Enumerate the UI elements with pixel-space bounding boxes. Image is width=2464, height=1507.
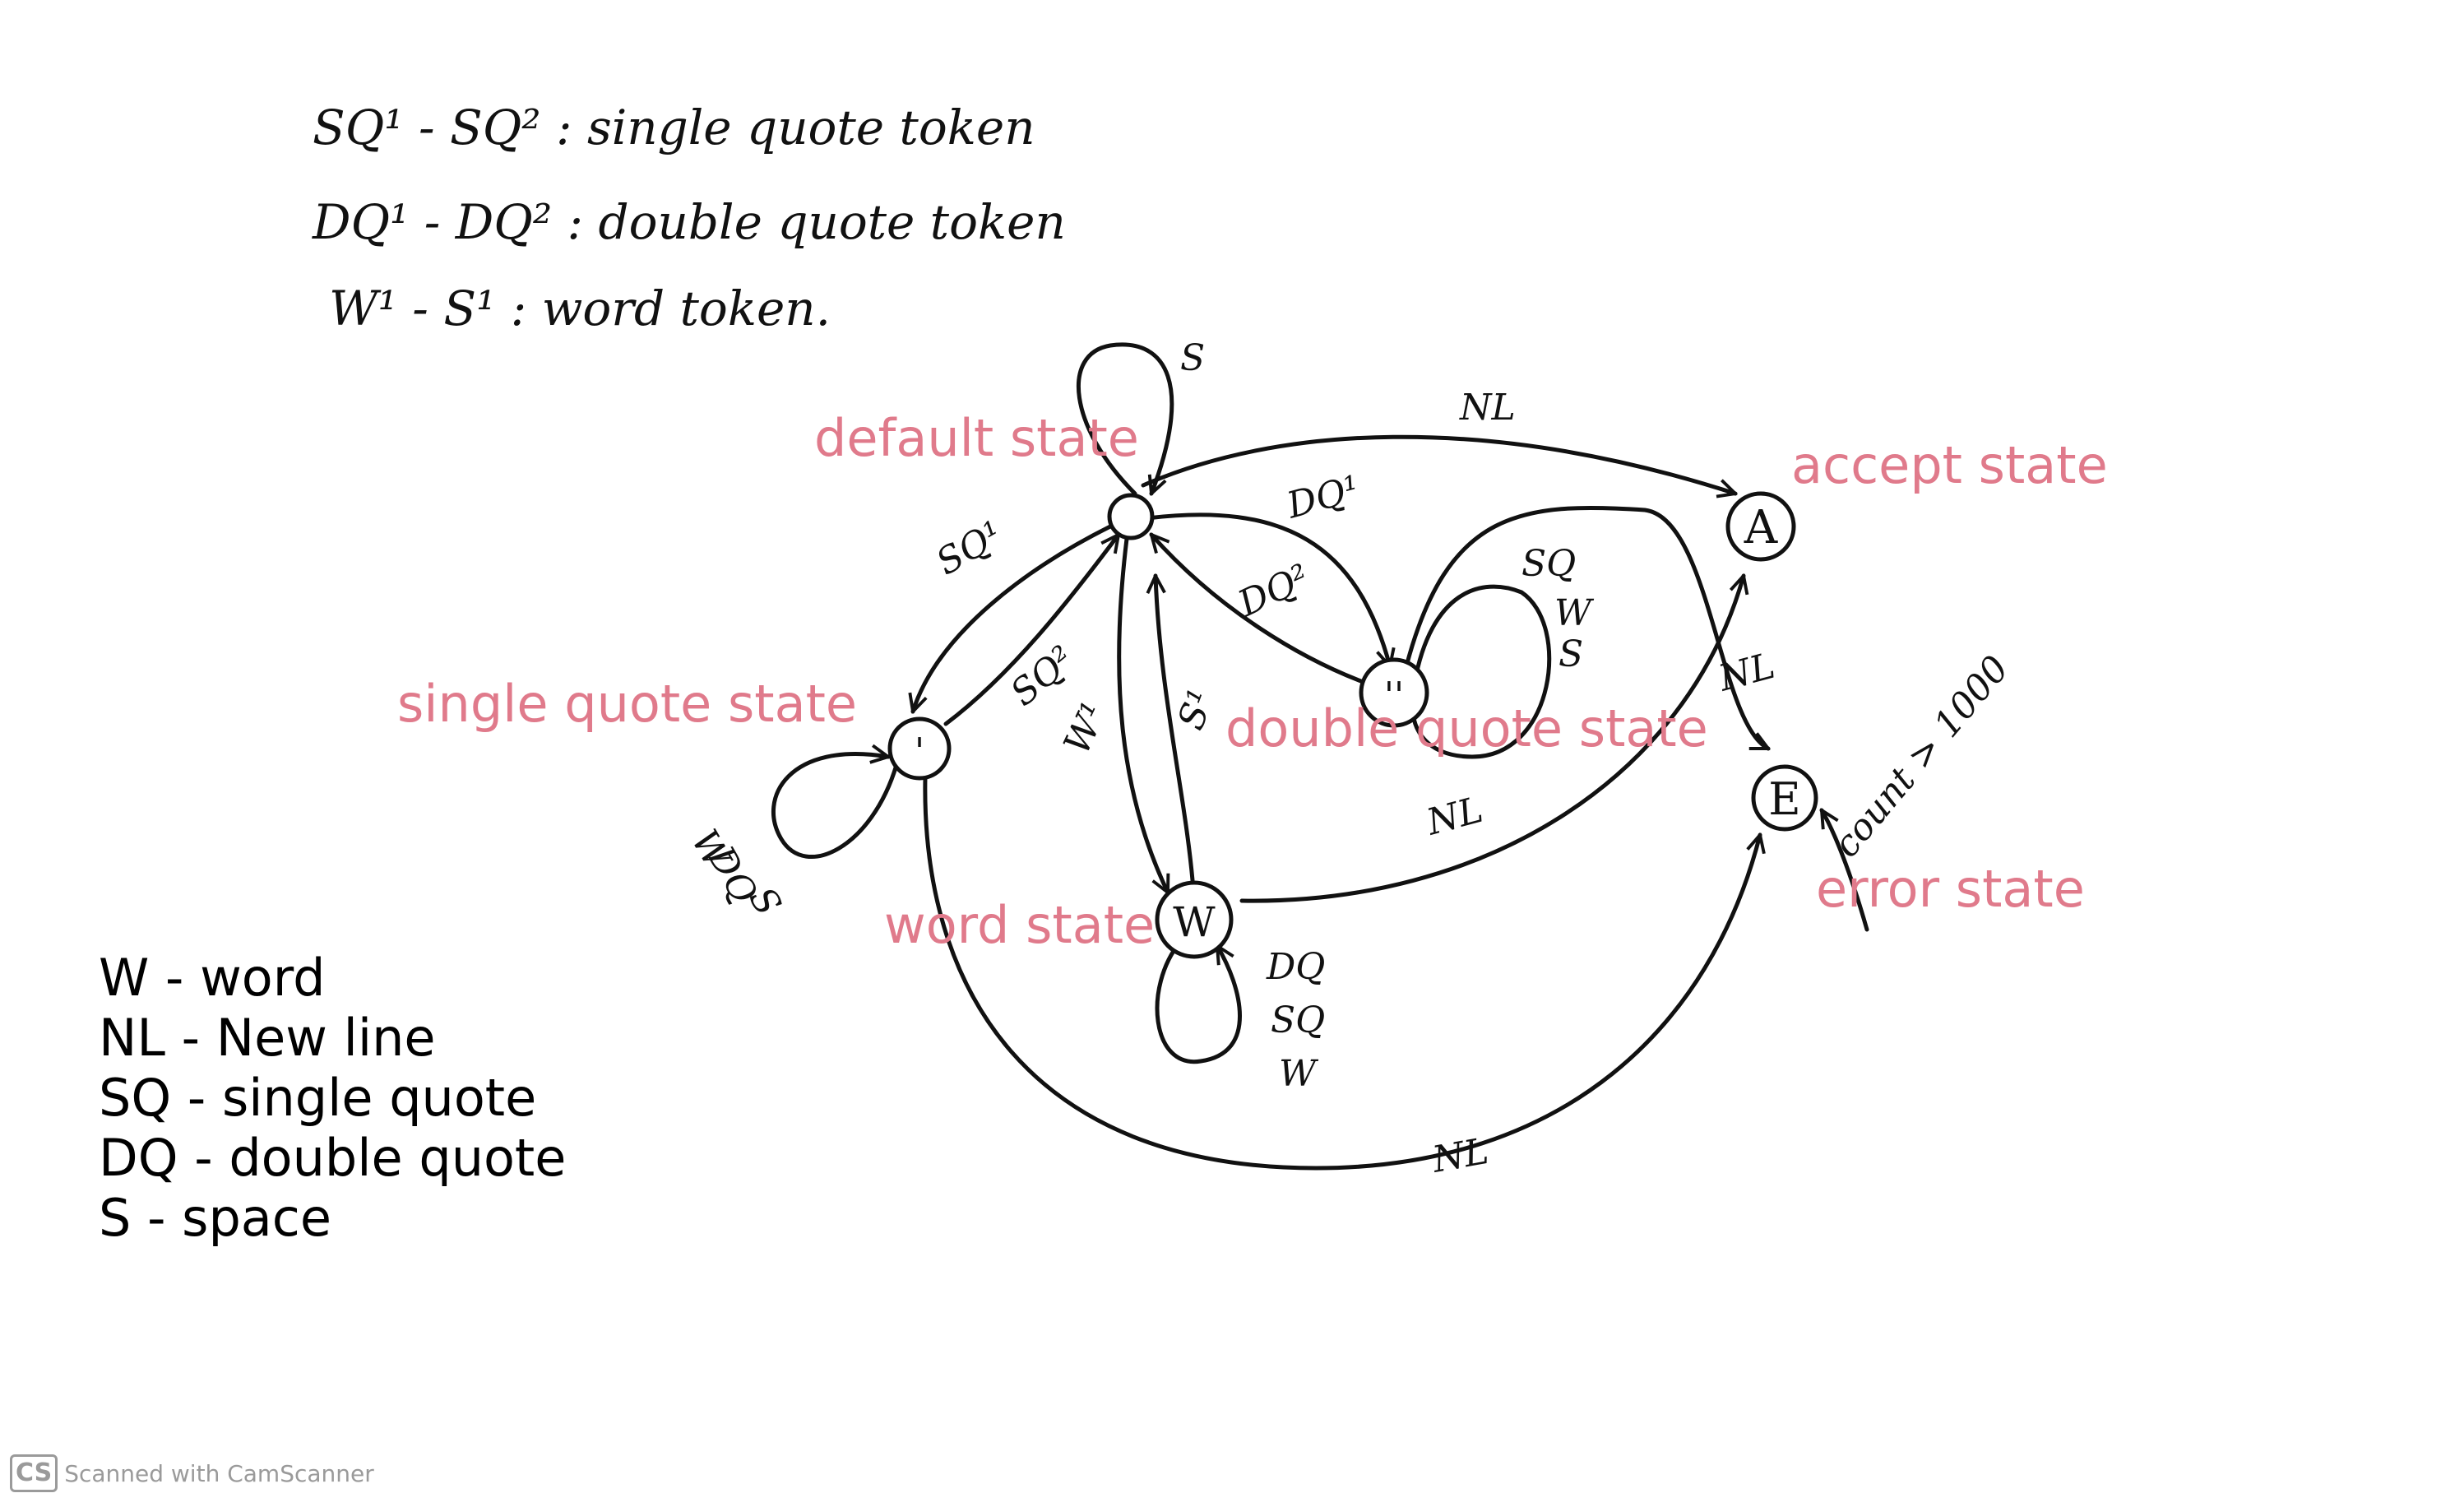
label-word-loop-1: DQ <box>1266 946 1325 988</box>
single-quote-state-label: single quote state <box>397 674 857 734</box>
label-count-to-error: count > 1000 <box>1825 648 2017 865</box>
label-default-to-single: SQ¹ <box>929 512 1010 583</box>
accept-state-node <box>1725 491 1796 562</box>
edge-default-to-word <box>1117 536 1170 893</box>
default-state-label: default state <box>814 408 1139 468</box>
error-state-label: error state <box>1816 859 2085 919</box>
label-double-loop-2: W <box>1554 592 1595 634</box>
edge-default-to-double <box>1145 512 1390 666</box>
edge-single-loop <box>771 754 899 859</box>
label-default-loop: S <box>1180 337 1205 379</box>
double-quote-state-label: double quote state <box>1225 698 1708 758</box>
legend-double-quote: DQ - double quote <box>99 1128 567 1188</box>
word-state-node <box>1155 880 1234 959</box>
label-single-to-error: NL <box>1429 1130 1492 1181</box>
scanner-watermark: CS Scanned with CamScanner <box>10 1454 374 1492</box>
label-double-loop-3: S <box>1559 633 1583 675</box>
states <box>887 491 1818 959</box>
edge-double-to-default <box>1151 535 1368 685</box>
legend-word: W - word <box>99 948 326 1008</box>
edge-word-to-accept <box>1239 576 1744 903</box>
edge-word-to-default <box>1156 576 1195 883</box>
label-default-to-accept: NL <box>1459 387 1516 429</box>
note-single-quote: SQ¹ - SQ² : single quote token <box>313 100 1035 155</box>
label-default-to-double: DQ¹ <box>1282 467 1364 527</box>
default-state-node <box>1107 493 1155 540</box>
error-node-mark: E <box>1768 773 1800 825</box>
word-state-label: word state <box>884 895 1155 955</box>
label-default-to-word: W¹ <box>1056 696 1116 761</box>
node-marks: A E W ' '' <box>915 501 1801 946</box>
edge-word-loop <box>1155 939 1242 1064</box>
label-double-loop-1: SQ <box>1521 543 1576 585</box>
token-notes: SQ¹ - SQ² : single quote token DQ¹ - DQ²… <box>312 100 1066 336</box>
label-word-to-default: S¹ <box>1169 684 1222 735</box>
state-annotations: default state accept state single quote … <box>397 408 2108 955</box>
watermark-text: Scanned with CamScanner <box>64 1459 374 1487</box>
legend-newline: NL - New line <box>99 1008 436 1068</box>
edge-single-to-default <box>943 535 1119 726</box>
edge-double-to-error <box>1404 505 1768 751</box>
edge-single-to-error <box>923 775 1760 1171</box>
double-quote-state-node <box>1359 657 1429 728</box>
label-single-to-default: SQ² <box>1003 638 1082 714</box>
double-node-mark: '' <box>1384 675 1404 716</box>
edge-double-loop <box>1410 584 1552 759</box>
legend-space: S - space <box>99 1188 332 1248</box>
single-node-mark: ' <box>915 730 924 772</box>
single-quote-state-node <box>887 716 952 781</box>
edge-default-to-accept <box>1141 434 1735 494</box>
transitions <box>771 342 1869 1171</box>
label-word-to-accept: NL <box>1422 789 1488 844</box>
error-state-node <box>1751 764 1818 832</box>
label-word-loop-2: SQ <box>1271 999 1325 1041</box>
edge-count-to-error <box>1819 810 1869 932</box>
label-word-loop-3: W <box>1279 1053 1319 1095</box>
note-double-quote: DQ¹ - DQ² : double quote token <box>312 194 1066 250</box>
camscanner-logo: CS <box>10 1454 58 1492</box>
note-word: W¹ - S¹ : word token. <box>329 281 831 336</box>
accept-node-mark: A <box>1744 501 1778 554</box>
edge-default-to-single <box>913 524 1113 712</box>
edge-default-loop <box>1076 342 1174 494</box>
legend-single-quote: SQ - single quote <box>99 1068 537 1128</box>
legend: W - word NL - New line SQ - single quote… <box>99 948 566 1248</box>
word-node-mark: W <box>1173 898 1216 946</box>
accept-state-label: accept state <box>1791 435 2108 495</box>
